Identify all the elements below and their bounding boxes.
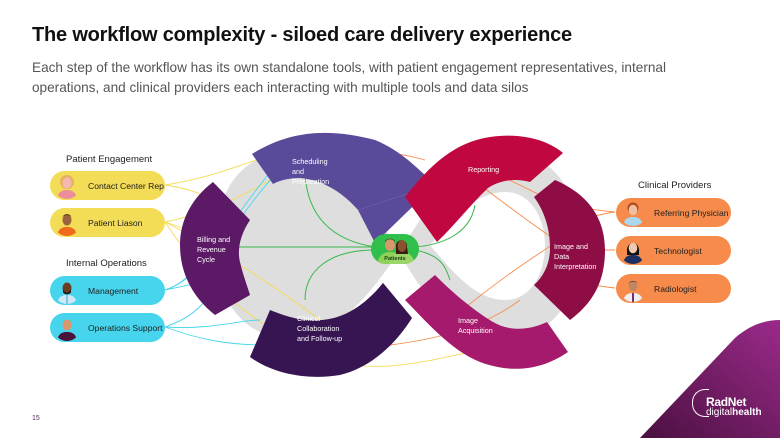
role-contact-center-rep[interactable]: Contact Center Rep xyxy=(50,171,165,200)
page-subtitle: Each step of the workflow has its own st… xyxy=(32,60,666,95)
brand-logo: RadNet digitalhealth xyxy=(692,389,762,418)
patients-label: Patients xyxy=(384,256,406,262)
page-title: The workflow complexity - siloed care de… xyxy=(32,24,572,46)
brand-name: RadNet xyxy=(706,395,747,409)
person-avatar-icon xyxy=(54,315,80,341)
group-label-internal-operations: Internal Operations xyxy=(66,258,147,269)
page-number: 15 xyxy=(32,415,40,422)
segment-image-interpretation[interactable] xyxy=(534,180,605,320)
role-management[interactable]: Management xyxy=(50,276,165,305)
group-label-clinical-providers: Clinical Providers xyxy=(638,180,712,191)
role-operations-support[interactable]: Operations Support xyxy=(50,313,165,342)
role-technologist[interactable]: Technologist xyxy=(616,236,731,265)
role-label: Contact Center Rep xyxy=(88,180,164,191)
role-patient-liason[interactable]: Patient Liason xyxy=(50,208,165,237)
brand-sub: digitalhealth xyxy=(706,407,762,418)
person-avatar-icon xyxy=(54,173,80,199)
role-label: Management xyxy=(88,285,139,296)
patients-icon xyxy=(377,238,415,264)
person-avatar-icon xyxy=(620,200,646,226)
brand-arc-icon xyxy=(692,389,709,417)
role-label: Technologist xyxy=(654,245,702,256)
role-label: Referring Physician xyxy=(654,207,729,218)
role-radiologist[interactable]: Radiologist xyxy=(616,274,731,303)
role-referring-physician[interactable]: Referring Physician xyxy=(616,198,731,227)
segment-label-reporting: Reporting xyxy=(468,165,500,174)
person-avatar-icon xyxy=(54,210,80,236)
group-label-patient-engagement: Patient Engagement xyxy=(66,154,153,165)
infinity-track xyxy=(215,152,580,338)
person-avatar-icon xyxy=(54,278,80,304)
role-label: Patient Liason xyxy=(88,217,143,228)
segment-clinical-collab[interactable] xyxy=(250,283,412,377)
role-label: Radiologist xyxy=(654,283,697,294)
person-avatar-icon xyxy=(620,238,646,264)
patients-node[interactable]: Patients xyxy=(371,234,419,264)
brand-corner-graphic xyxy=(640,320,780,438)
role-label: Operations Support xyxy=(88,322,163,333)
connectors-patients xyxy=(237,174,476,301)
segment-image-acquisition[interactable] xyxy=(405,275,568,369)
person-avatar-icon xyxy=(620,276,646,302)
segment-reporting[interactable] xyxy=(405,135,563,242)
segment-billing[interactable] xyxy=(180,182,250,315)
